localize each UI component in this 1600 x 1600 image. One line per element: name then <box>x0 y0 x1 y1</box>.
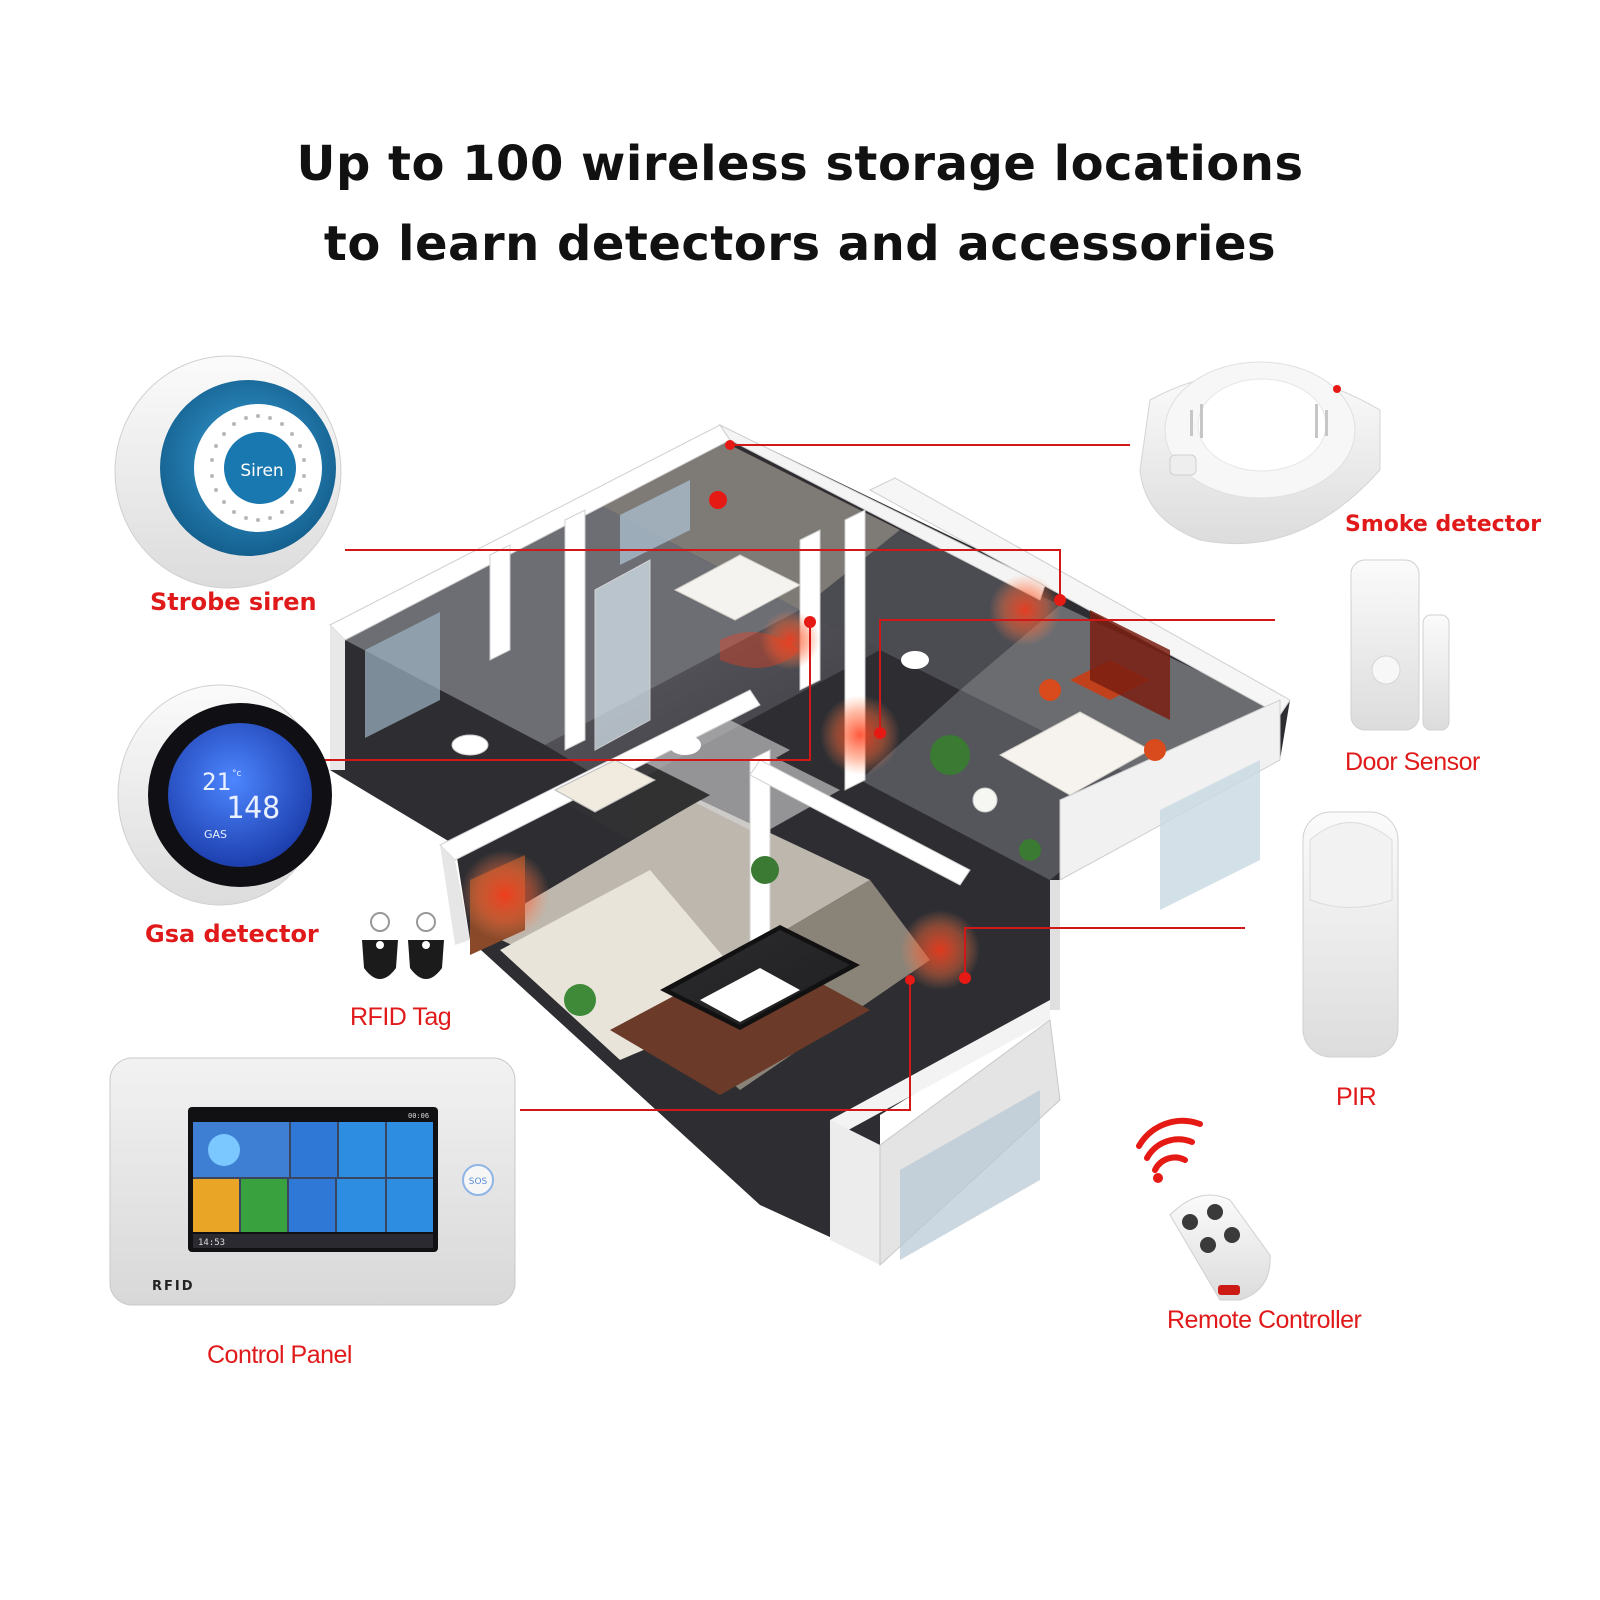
headline-line-1: Up to 100 wireless storage locations <box>296 136 1304 192</box>
label-pir: PIR <box>1336 1083 1377 1111</box>
connector-lines <box>320 444 1275 1111</box>
label-rfid-tag: RFID Tag <box>350 1003 452 1031</box>
label-control-panel: Control Panel <box>207 1341 352 1369</box>
gas-detector-device <box>117 684 332 906</box>
panel-clock: 14:53 <box>198 1238 225 1248</box>
remote-controller-device <box>1169 1194 1271 1301</box>
rfid-tags-device <box>362 912 444 979</box>
label-remote-controller: Remote Controller <box>1167 1306 1362 1334</box>
gas-temp-unit: °c <box>232 769 242 779</box>
label-strobe-siren: Strobe siren <box>150 588 317 616</box>
pir-device <box>1302 811 1399 1058</box>
smoke-detector-device <box>1139 361 1381 545</box>
siren-button-text: Siren <box>240 461 283 481</box>
label-gas-detector: Gsa detector <box>145 920 319 948</box>
panel-sos-text[interactable]: SOS <box>469 1177 488 1187</box>
gas-reading: 148 <box>226 791 280 826</box>
gas-temp: 21 <box>202 768 231 796</box>
wireless-signal-icon <box>1136 1117 1203 1173</box>
panel-status-time: 00:06 <box>408 1112 429 1120</box>
label-door-sensor: Door Sensor <box>1345 748 1480 776</box>
house-floorplan <box>329 423 1291 1267</box>
headline-line-2: to learn detectors and accessories <box>323 216 1277 272</box>
gas-text: GAS <box>204 828 227 841</box>
label-smoke-detector: Smoke detector <box>1345 512 1542 537</box>
strobe-siren-device <box>114 355 342 589</box>
door-sensor-device <box>1350 559 1450 731</box>
panel-brand-text: RFID <box>152 1279 195 1294</box>
control-panel-device <box>109 1057 516 1306</box>
